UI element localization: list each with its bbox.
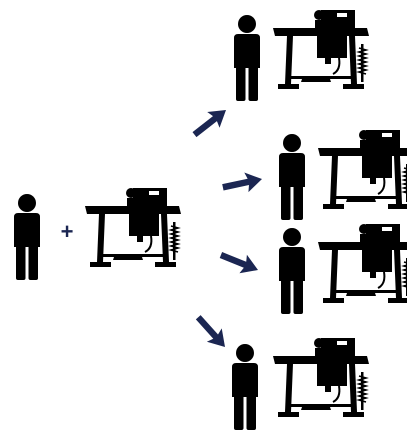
sewing-machine-icon bbox=[318, 224, 407, 303]
person-icon bbox=[232, 344, 258, 430]
plus-sign: + bbox=[61, 219, 74, 244]
person-icon bbox=[279, 228, 305, 314]
output-group bbox=[232, 338, 369, 430]
arrow-icon bbox=[217, 246, 262, 280]
sewing-machine-icon bbox=[273, 10, 369, 89]
sewing-machine-icon bbox=[85, 188, 181, 267]
sewing-machine-icon bbox=[273, 338, 369, 417]
person-icon bbox=[14, 194, 40, 280]
output-group bbox=[279, 224, 407, 314]
arrows bbox=[188, 102, 264, 354]
arrow-icon bbox=[191, 311, 233, 354]
person-icon bbox=[279, 134, 305, 220]
person-icon bbox=[234, 15, 260, 101]
arrow-icon bbox=[221, 169, 264, 197]
sewing-machine-icon bbox=[318, 130, 407, 209]
input-group: + bbox=[14, 188, 181, 280]
arrow-icon bbox=[188, 102, 232, 142]
output-group bbox=[279, 130, 407, 220]
output-group bbox=[234, 10, 369, 101]
